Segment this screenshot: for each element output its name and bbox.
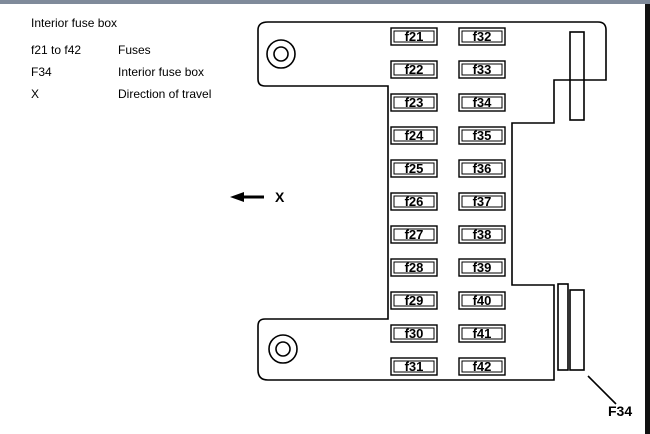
direction-label: X — [275, 189, 285, 205]
callout-leader-line — [587, 375, 617, 405]
fuse-column-right: f32 f33 f34 f35 f36 f37 f38 f39 f40 f41 f42 — [458, 27, 506, 376]
legend-key: F34 — [31, 65, 52, 79]
fuse-label: f33 — [473, 62, 492, 77]
fuse-label: f26 — [405, 194, 424, 209]
window-top-border — [0, 0, 650, 4]
fuse-f34: f34 — [458, 93, 506, 112]
fuse-f37: f37 — [458, 192, 506, 211]
fuse-f40: f40 — [458, 291, 506, 310]
fuse-label: f41 — [473, 326, 492, 341]
fuse-label: f34 — [473, 95, 493, 110]
fuse-box-outline — [257, 21, 607, 381]
fuse-label: f24 — [405, 128, 425, 143]
fuse-f42: f42 — [458, 357, 506, 376]
fuse-f24: f24 — [390, 126, 438, 145]
fuse-label: f38 — [473, 227, 492, 242]
fuse-f21: f21 — [390, 27, 438, 46]
fuse-label: f31 — [405, 359, 424, 374]
fuse-f22: f22 — [390, 60, 438, 79]
fuse-column-left: f21 f22 f23 f24 f25 f26 f27 f28 f29 f30 f31 — [390, 27, 438, 376]
fuse-label: f42 — [473, 359, 492, 374]
fuse-f23: f23 — [390, 93, 438, 112]
fuse-label: f32 — [473, 29, 492, 44]
callout-label: F34 — [608, 403, 632, 419]
fuse-f25: f25 — [390, 159, 438, 178]
fuse-f29: f29 — [390, 291, 438, 310]
clip-tab-bottom — [557, 283, 569, 371]
fuse-label: f29 — [405, 293, 424, 308]
fuse-f31: f31 — [390, 357, 438, 376]
fuse-label: f40 — [473, 293, 492, 308]
legend-title: Interior fuse box — [31, 16, 118, 30]
legend-key: X — [31, 87, 40, 101]
fuse-label: f39 — [473, 260, 492, 275]
direction-arrow-icon — [230, 192, 264, 202]
fuse-f30: f30 — [390, 324, 438, 343]
fuse-label: f21 — [405, 29, 424, 44]
fuse-f35: f35 — [458, 126, 506, 145]
legend-value: Interior fuse box — [118, 65, 205, 79]
fuse-f32: f32 — [458, 27, 506, 46]
clip-slot-top — [569, 31, 585, 121]
fuse-f26: f26 — [390, 192, 438, 211]
fuse-f28: f28 — [390, 258, 438, 277]
fuse-label: f36 — [473, 161, 492, 176]
fuse-label: f28 — [405, 260, 424, 275]
fuse-f27: f27 — [390, 225, 438, 244]
fuse-f39: f39 — [458, 258, 506, 277]
clip-slot-bottom — [569, 289, 585, 371]
legend-value: Fuses — [118, 43, 151, 57]
mounting-hole-top — [266, 39, 296, 69]
legend-value: Direction of travel — [118, 87, 212, 101]
fuse-f38: f38 — [458, 225, 506, 244]
fuse-label: f25 — [405, 161, 424, 176]
fuse-label: f30 — [405, 326, 424, 341]
fuse-label: f22 — [405, 62, 424, 77]
window-right-border — [645, 4, 650, 434]
legend-key: f21 to f42 — [31, 43, 82, 57]
fuse-label: f37 — [473, 194, 492, 209]
fuse-f36: f36 — [458, 159, 506, 178]
fuse-label: f23 — [405, 95, 424, 110]
mounting-hole-bottom — [268, 334, 298, 364]
fuse-label: f35 — [473, 128, 492, 143]
fuse-f41: f41 — [458, 324, 506, 343]
fuse-label: f27 — [405, 227, 424, 242]
fuse-f33: f33 — [458, 60, 506, 79]
